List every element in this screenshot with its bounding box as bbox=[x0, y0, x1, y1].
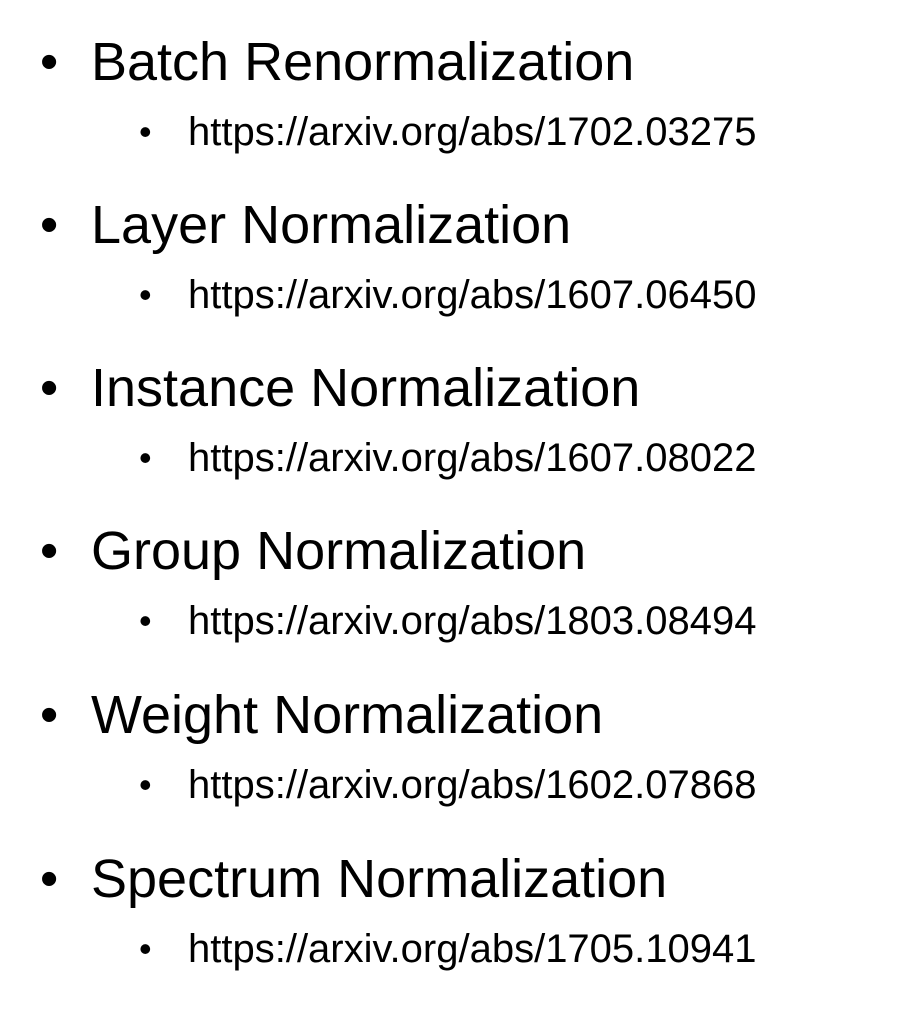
sub-bullet: • bbox=[139, 928, 152, 969]
item-title: Spectrum Normalization bbox=[91, 849, 668, 909]
item-title: Weight Normalization bbox=[91, 685, 604, 745]
sub-bullet: • bbox=[139, 764, 152, 805]
item-link[interactable]: https://arxiv.org/abs/1702.03275 bbox=[188, 110, 757, 154]
item-link[interactable]: https://arxiv.org/abs/1607.08022 bbox=[188, 436, 757, 480]
item-title: Instance Normalization bbox=[91, 358, 641, 418]
bullet: • bbox=[40, 686, 59, 744]
item-link[interactable]: https://arxiv.org/abs/1602.07868 bbox=[188, 763, 757, 807]
item-title: Layer Normalization bbox=[91, 195, 572, 255]
bullet: • bbox=[40, 33, 59, 91]
bullet: • bbox=[40, 196, 59, 254]
sub-bullet: • bbox=[139, 274, 152, 315]
item-title: Batch Renormalization bbox=[91, 32, 635, 92]
item-title: Group Normalization bbox=[91, 521, 587, 581]
sub-bullet: • bbox=[139, 111, 152, 152]
item-link[interactable]: https://arxiv.org/abs/1803.08494 bbox=[188, 599, 757, 643]
bullet: • bbox=[40, 359, 59, 417]
bullet: • bbox=[40, 850, 59, 908]
sub-bullet: • bbox=[139, 437, 152, 478]
item-link[interactable]: https://arxiv.org/abs/1607.06450 bbox=[188, 273, 757, 317]
bullet: • bbox=[40, 522, 59, 580]
item-link[interactable]: https://arxiv.org/abs/1705.10941 bbox=[188, 927, 757, 971]
sub-bullet: • bbox=[139, 600, 152, 641]
